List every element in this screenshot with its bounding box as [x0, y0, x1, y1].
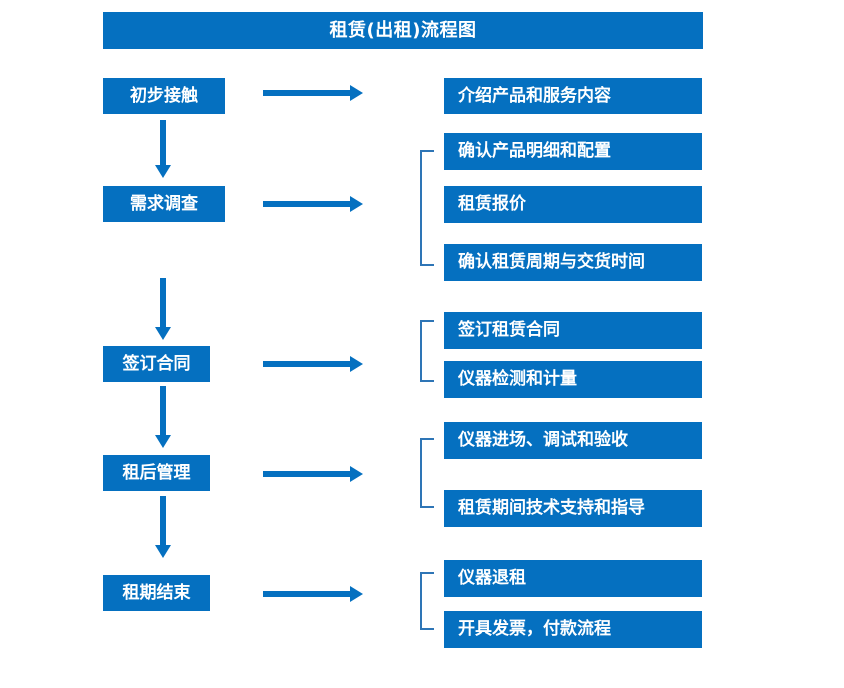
arrow-head	[350, 196, 363, 212]
stage-flow-arrow-1-2	[155, 120, 171, 178]
arrow-head	[350, 85, 363, 101]
detail-box-1[interactable]: 介绍产品和服务内容	[444, 78, 702, 114]
detail-box-10[interactable]: 开具发票，付款流程	[444, 611, 702, 648]
detail-box-4[interactable]: 确认租赁周期与交货时间	[444, 244, 702, 281]
arrow-shaft	[263, 201, 350, 207]
detail-box-6[interactable]: 仪器检测和计量	[444, 361, 702, 398]
stage-label-4: 租后管理	[122, 462, 191, 483]
group-bracket-3	[420, 320, 434, 382]
arrow-shaft	[263, 591, 350, 597]
arrow-head	[350, 466, 363, 482]
group-bracket-5	[420, 572, 434, 630]
stage-to-detail-arrow-5	[263, 586, 363, 602]
stage-box-4[interactable]: 租后管理	[103, 455, 210, 491]
stage-label-2: 需求调查	[130, 193, 198, 214]
arrow-head	[155, 545, 171, 558]
stage-to-detail-arrow-3	[263, 356, 363, 372]
stage-label-5: 租期结束	[122, 582, 191, 603]
detail-label-4: 确认租赁周期与交货时间	[458, 252, 645, 272]
arrow-shaft	[160, 278, 166, 327]
detail-label-10: 开具发票，付款流程	[458, 619, 611, 639]
detail-box-3[interactable]: 租赁报价	[444, 186, 702, 223]
detail-label-3: 租赁报价	[458, 194, 526, 214]
group-bracket-2	[420, 150, 434, 266]
detail-label-5: 签订租赁合同	[458, 320, 560, 340]
stage-to-detail-arrow-1	[263, 85, 363, 101]
detail-label-8: 租赁期间技术支持和指导	[458, 498, 645, 518]
detail-box-9[interactable]: 仪器退租	[444, 560, 702, 597]
arrow-head	[155, 165, 171, 178]
stage-label-3: 签订合同	[122, 353, 191, 374]
chart-title: 租赁(出租)流程图	[329, 19, 477, 41]
arrow-shaft	[263, 361, 350, 367]
stage-box-1[interactable]: 初步接触	[103, 78, 225, 114]
arrow-shaft	[160, 120, 166, 165]
arrow-shaft	[263, 90, 350, 96]
arrow-head	[350, 586, 363, 602]
stage-to-detail-arrow-4	[263, 466, 363, 482]
stage-flow-arrow-3-4	[155, 386, 171, 448]
stage-box-3[interactable]: 签订合同	[103, 346, 210, 382]
stage-to-detail-arrow-2	[263, 196, 363, 212]
detail-label-2: 确认产品明细和配置	[458, 141, 611, 161]
chart-title-bar: 租赁(出租)流程图	[103, 12, 703, 49]
arrow-shaft	[160, 496, 166, 545]
arrow-head	[350, 356, 363, 372]
stage-flow-arrow-4-5	[155, 496, 171, 558]
detail-label-6: 仪器检测和计量	[458, 369, 577, 389]
stage-flow-arrow-2-3	[155, 278, 171, 340]
stage-label-1: 初步接触	[130, 85, 198, 106]
detail-box-2[interactable]: 确认产品明细和配置	[444, 133, 702, 170]
detail-box-5[interactable]: 签订租赁合同	[444, 312, 702, 349]
arrow-head	[155, 327, 171, 340]
stage-box-2[interactable]: 需求调查	[103, 186, 225, 222]
group-bracket-4	[420, 438, 434, 508]
detail-label-1: 介绍产品和服务内容	[458, 85, 611, 106]
arrow-shaft	[160, 386, 166, 435]
detail-box-8[interactable]: 租赁期间技术支持和指导	[444, 490, 702, 527]
arrow-head	[155, 435, 171, 448]
detail-label-7: 仪器进场、调试和验收	[458, 430, 628, 450]
detail-label-9: 仪器退租	[458, 568, 526, 588]
detail-box-7[interactable]: 仪器进场、调试和验收	[444, 422, 702, 459]
stage-box-5[interactable]: 租期结束	[103, 575, 210, 611]
arrow-shaft	[263, 471, 350, 477]
